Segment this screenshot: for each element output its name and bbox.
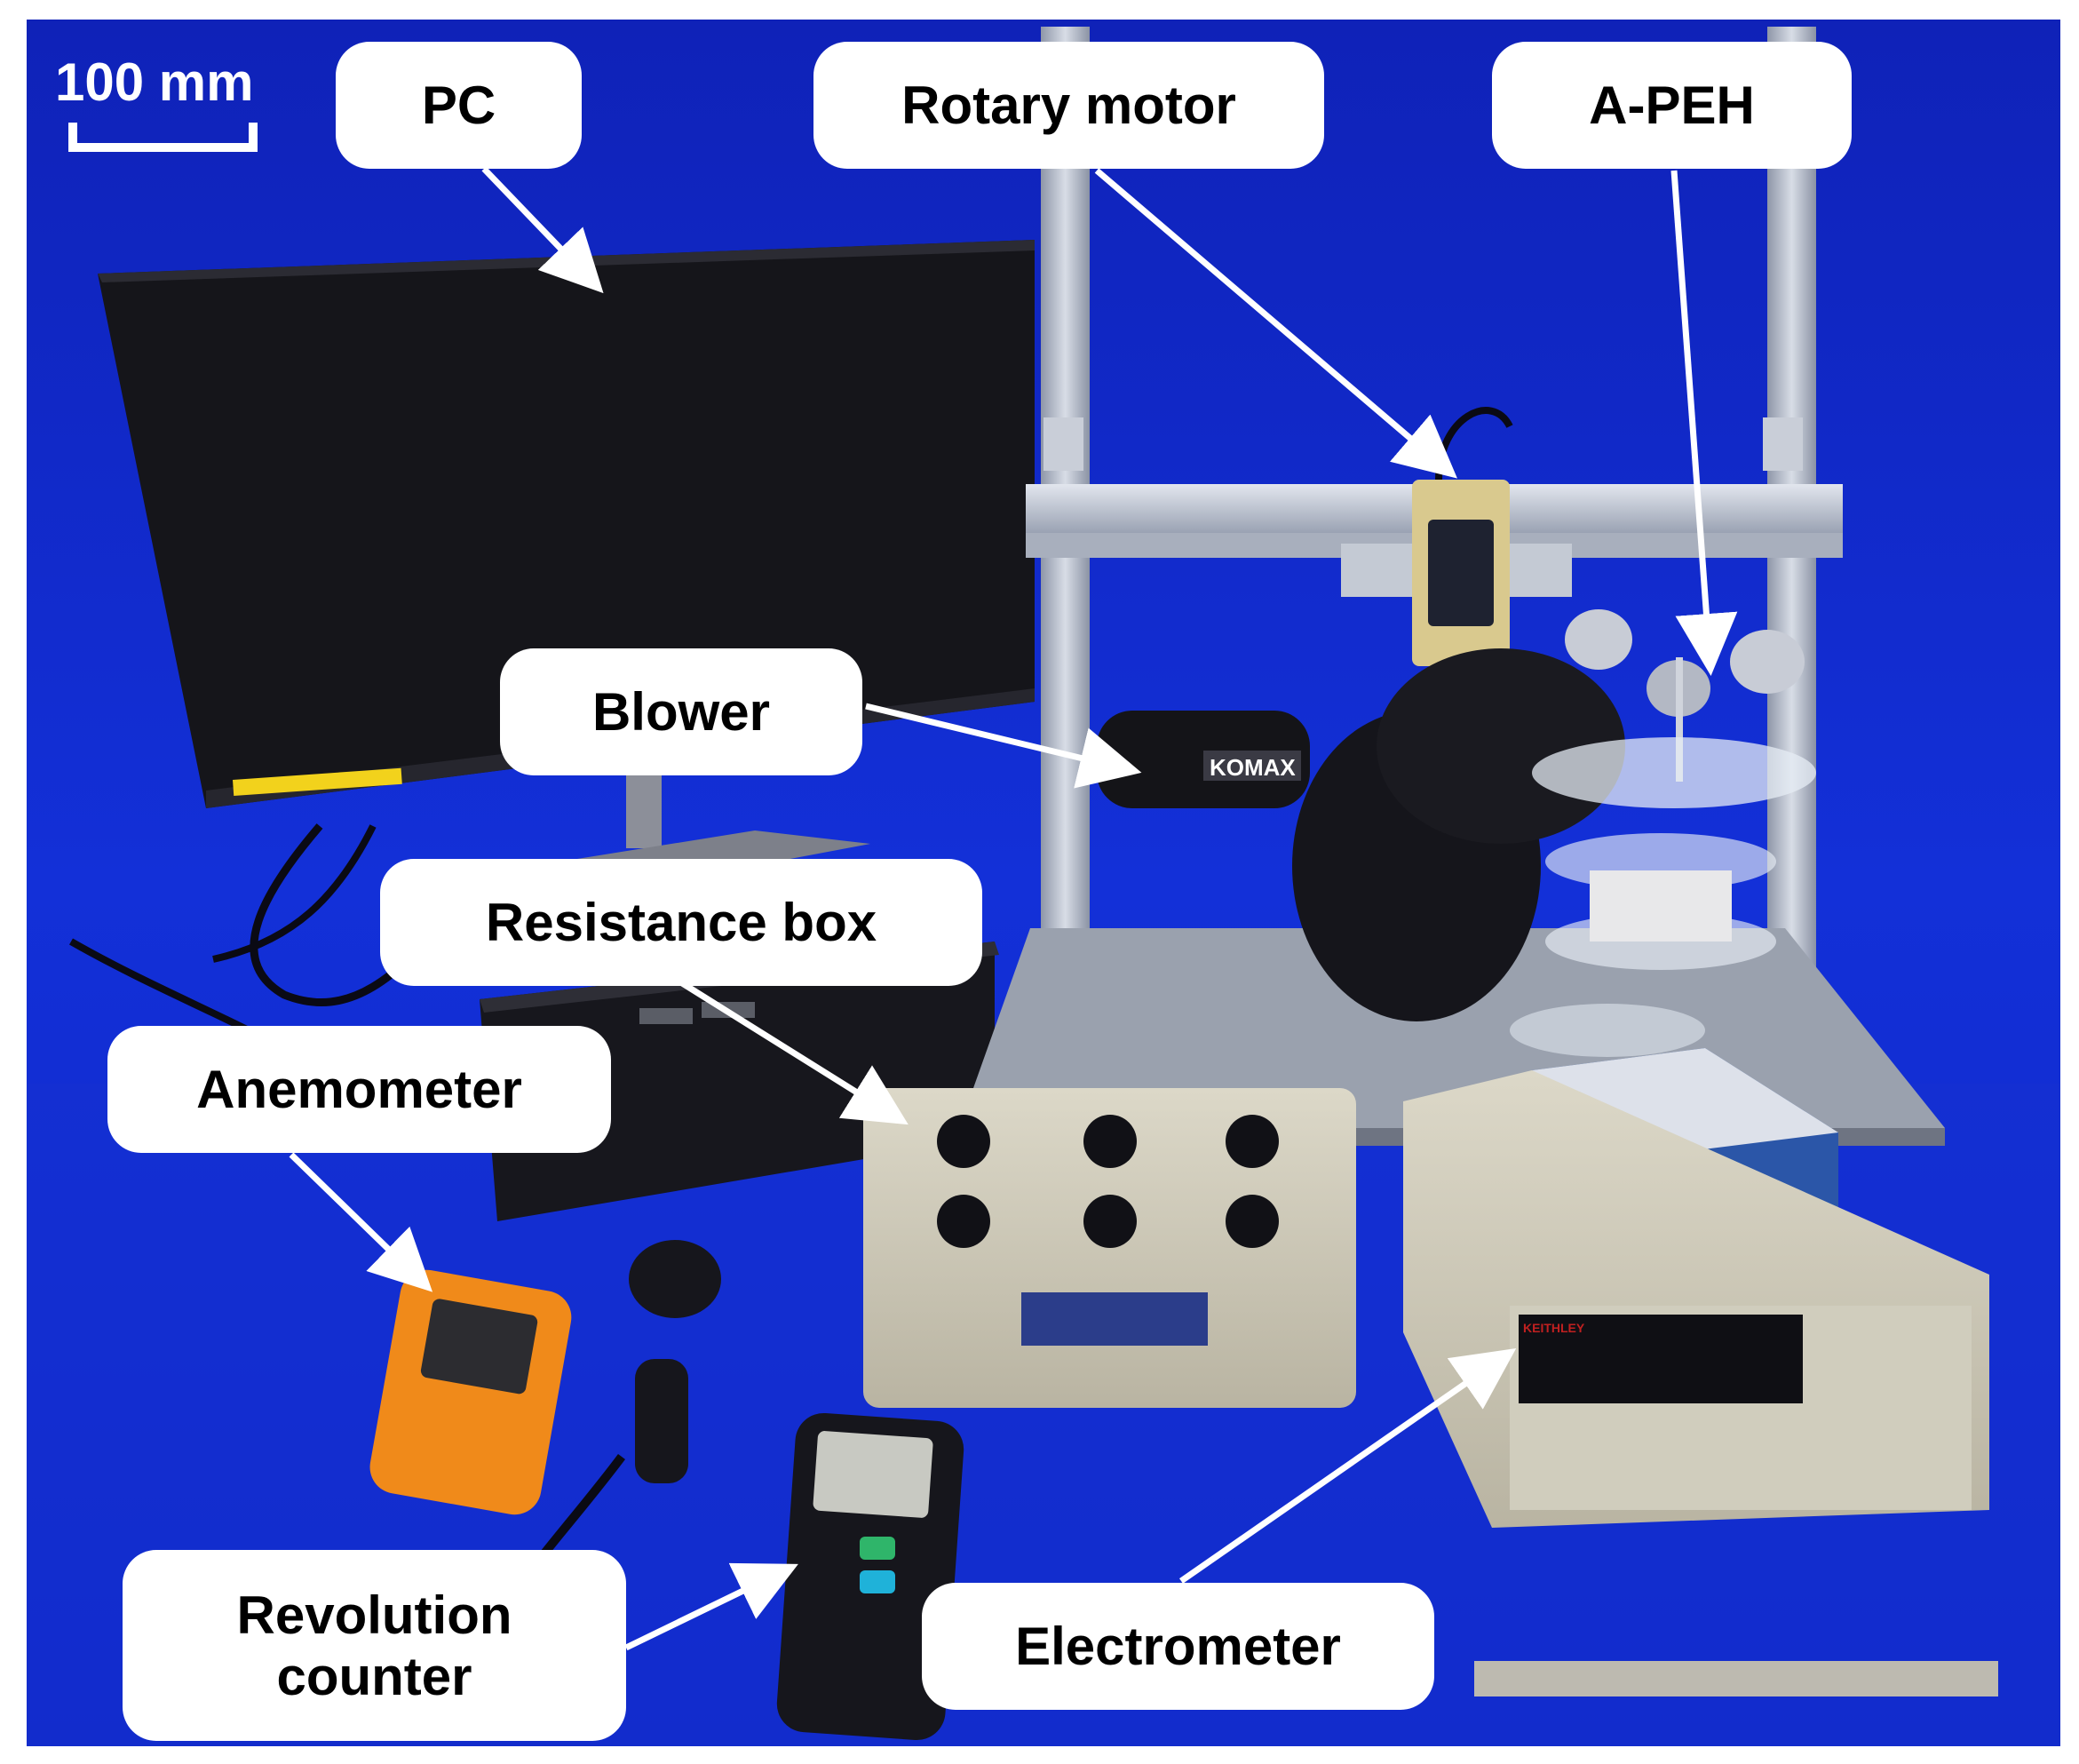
label-blower: Blower (500, 648, 862, 775)
arrow-rotary-motor (1094, 168, 1457, 479)
arrow-pc (481, 166, 604, 294)
label-rotary-motor: Rotary motor (813, 42, 1324, 169)
arrow-blower (865, 703, 1142, 789)
scale-bar-label: 100 mm (55, 52, 254, 112)
resistance-box (863, 1088, 1356, 1408)
blower-brand: KOMAX (1210, 754, 1296, 781)
label-pc: PC (336, 42, 582, 169)
scale-bar (68, 123, 258, 152)
revolution-counter-device (776, 1412, 964, 1741)
arrow-a-peh (1670, 170, 1738, 676)
anemometer-device (369, 1240, 721, 1627)
label-electrometer: Electrometer (922, 1583, 1434, 1710)
arrow-resistance-box (678, 979, 909, 1125)
arrow-anemometer (289, 1152, 433, 1292)
label-resistance-box: Resistance box (380, 859, 982, 986)
label-a-peh: A-PEH (1492, 42, 1852, 169)
label-revolution-counter: Revolution counter (123, 1550, 626, 1741)
a-peh-device (1510, 609, 1816, 1057)
electrometer-brand: KEITHLEY (1523, 1321, 1585, 1335)
pointer-arrows (289, 166, 1738, 1651)
arrow-revolution-counter (624, 1562, 798, 1651)
arrow-electrometer (1179, 1348, 1517, 1584)
electrometer-device: KEITHLEY (1403, 1070, 1998, 1696)
label-anemometer: Anemometer (107, 1026, 611, 1153)
rotary-motor (1412, 407, 1513, 711)
blower: KOMAX (1097, 648, 1625, 1021)
